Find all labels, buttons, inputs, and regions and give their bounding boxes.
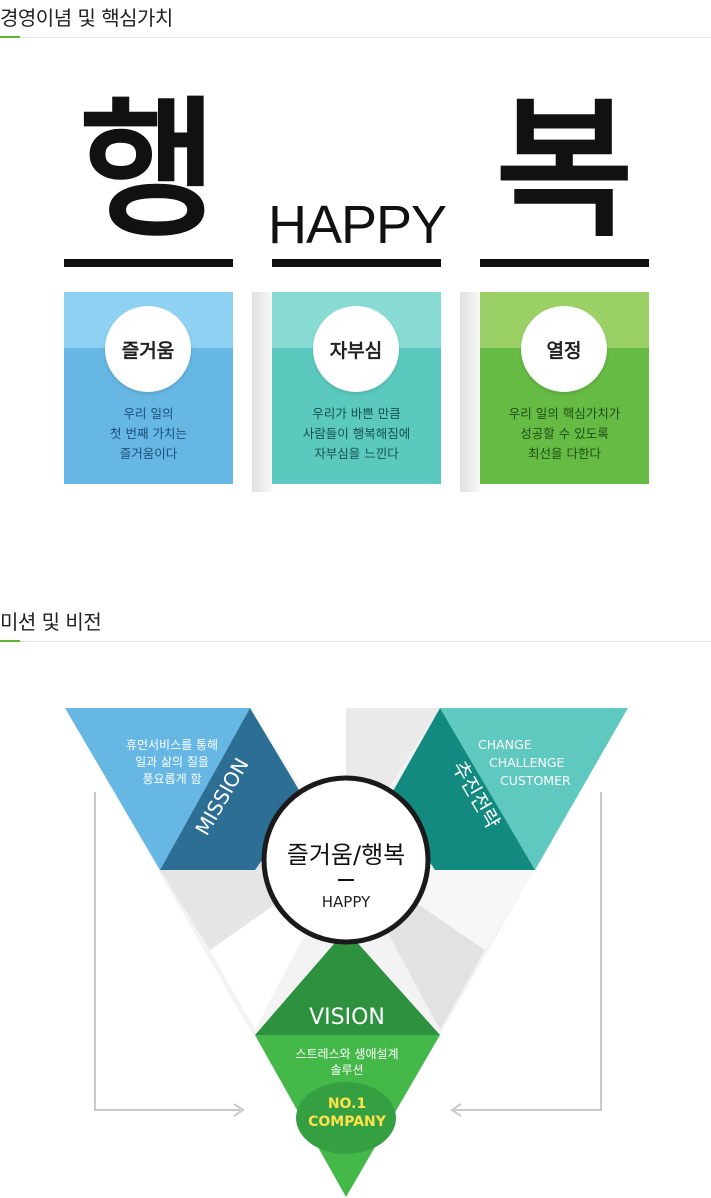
strategy-line: CUSTOMER (500, 773, 571, 788)
section-divider (0, 641, 711, 642)
center-circle (261, 775, 431, 945)
mission-text-line: 일과 삶의 질을 (135, 755, 209, 769)
center-title: 즐거움/행복 (287, 841, 406, 869)
vision-badge-bg (296, 1082, 396, 1154)
card-description: 우리가 바쁜 만큼 사람들이 행복해짐에 자부심을 느낀다 (302, 406, 411, 461)
vision-text-line: 스트레스와 생애설계 (295, 1047, 398, 1061)
arrow-line-left (94, 792, 240, 1111)
section-accent (0, 640, 20, 642)
arrow-head-right-icon (233, 1103, 245, 1117)
card-label: 열정 (521, 306, 607, 392)
card-label: 즐거움 (105, 306, 191, 392)
vision-badge-line: NO.1 (328, 1096, 366, 1112)
mission-text-line: 풍요롭게 함 (142, 772, 201, 786)
section-title-values: 경영이념 및 핵심가치 (0, 6, 173, 30)
arrow-line-right (455, 792, 602, 1111)
value-card-passion: 열정 우리 일의 핵심가치가 성공할 수 있도록 최선을 다한다 (480, 292, 649, 484)
vision-label: VISION (309, 1005, 385, 1030)
strategy-line: CHANGE (478, 737, 532, 752)
mission-vision-diagram: 즐거움/행복 HAPPY 휴먼서비스를 통해 일과 삶의 질을 풍요롭게 함 M… (65, 708, 628, 1197)
value-card-pride: 자부심 우리가 바쁜 만큼 사람들이 행복해짐에 자부심을 느낀다 (272, 292, 441, 484)
underline-center (272, 259, 441, 267)
vision-panel-dark (255, 930, 440, 1035)
underline-right (480, 259, 649, 267)
mission-text-line: 휴먼서비스를 통해 (126, 738, 218, 752)
card-description: 우리 일의 핵심가치가 성공할 수 있도록 최선을 다한다 (508, 406, 621, 461)
section-title-mission-vision: 미션 및 비전 (0, 610, 102, 634)
fold-separator (460, 292, 480, 492)
strategy-line: CHALLENGE (489, 755, 565, 770)
vision-text-line: 솔루션 (330, 1063, 363, 1077)
vision-badge-line: COMPANY (308, 1114, 387, 1130)
big-char-bok: 복 (495, 84, 634, 258)
strategy-panel (440, 708, 628, 870)
fold-separator (252, 292, 272, 492)
card-label: 자부심 (313, 306, 399, 392)
section-accent (0, 36, 20, 38)
center-subtitle: HAPPY (322, 893, 371, 911)
happy-word: HAPPY (267, 195, 447, 255)
section-divider (0, 37, 711, 38)
value-card-joy: 즐거움 우리 일의 첫 번째 가치는 즐거움이다 (64, 292, 233, 484)
card-description: 우리 일의 첫 번째 가치는 즐거움이다 (110, 406, 187, 461)
arrow-head-left-icon (450, 1103, 462, 1117)
big-char-haeng: 행 (79, 84, 218, 258)
underline-left (64, 259, 233, 267)
mission-panel (65, 708, 250, 870)
